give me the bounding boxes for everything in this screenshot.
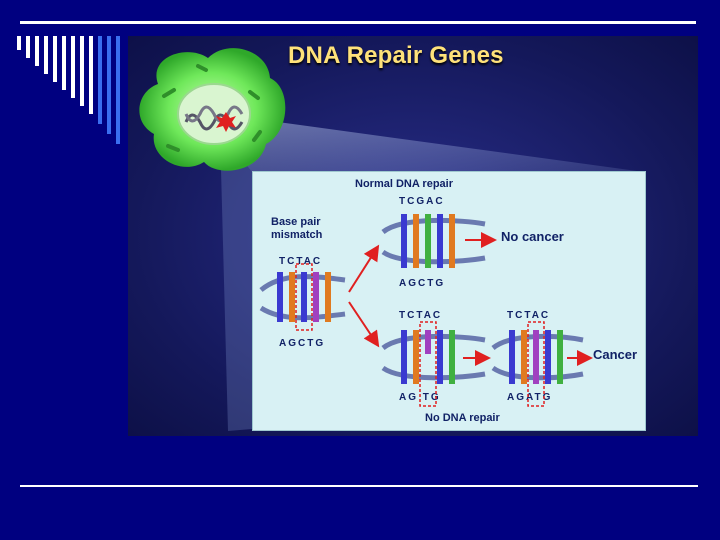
repair-panel: Normal DNA repair Base pair mismatch No … — [252, 171, 646, 431]
top-rule — [20, 21, 696, 24]
dna-strand-diagram — [253, 172, 645, 430]
bottom-rule — [20, 485, 698, 487]
dna-repair-figure: DNA Repair Genes Normal DNA repair Base … — [128, 36, 698, 436]
decorative-stripes — [17, 36, 122, 146]
